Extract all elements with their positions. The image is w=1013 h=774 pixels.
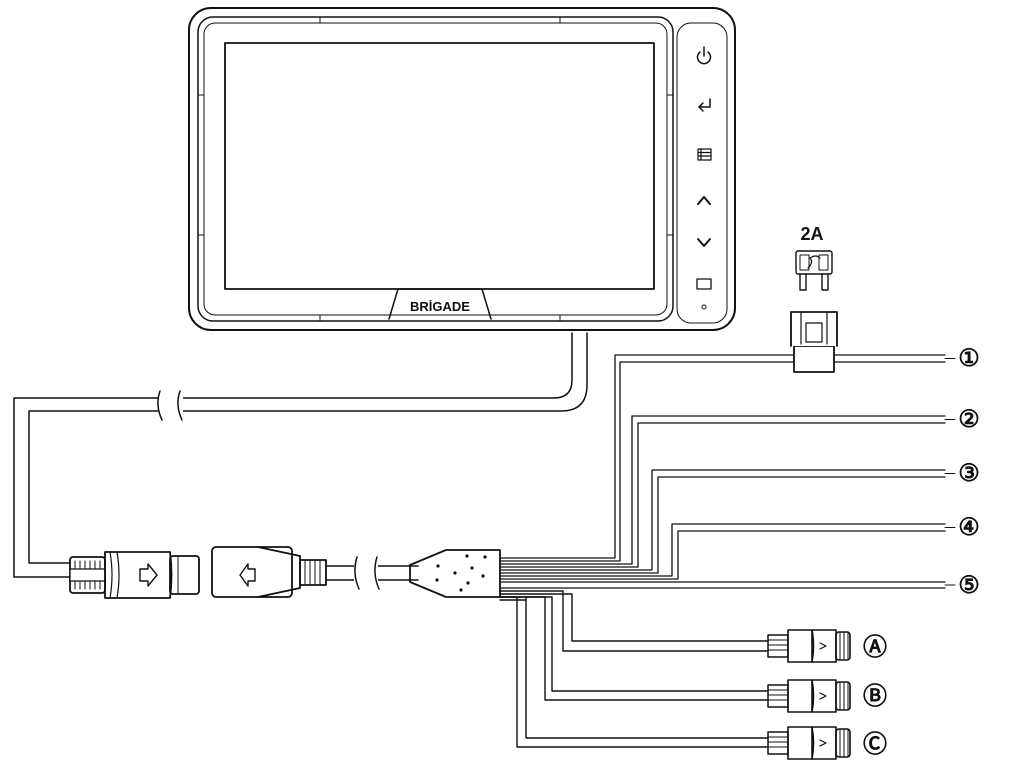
fuse-holder xyxy=(790,311,838,373)
monitor: BRİGADE xyxy=(188,7,736,331)
down-arrow-icon[interactable] xyxy=(697,238,711,247)
indicator-led xyxy=(701,304,707,310)
power-icon[interactable] xyxy=(696,46,712,65)
monitor-inner-bezel xyxy=(203,22,668,316)
brand-tab xyxy=(388,288,492,320)
splitter-hub xyxy=(409,549,501,598)
camera-connector-c xyxy=(767,726,851,760)
power-wires xyxy=(499,354,956,589)
wire-labels: ① ② ③ ④ ⑤ xyxy=(958,345,980,599)
blade-fuse: 2A xyxy=(795,224,833,291)
menu-icon[interactable] xyxy=(697,148,712,161)
camera-connector-b xyxy=(767,679,851,713)
monitor-plug-male xyxy=(69,551,200,599)
camera-cables xyxy=(499,590,769,748)
up-arrow-icon[interactable] xyxy=(697,196,711,205)
monitor-outer-housing xyxy=(188,7,736,331)
brand-logo: BRİGADE xyxy=(410,299,470,314)
fuse-rating: 2A xyxy=(800,224,823,244)
wire-label-4: ④ xyxy=(958,514,980,541)
extension-cable xyxy=(325,556,419,590)
monitor-cable xyxy=(13,332,588,578)
enter-icon[interactable] xyxy=(698,98,711,112)
wire-label-3: ③ xyxy=(958,460,980,487)
arrow-right-icon xyxy=(139,563,158,587)
monitor-screen xyxy=(224,42,655,290)
arrow-left-icon xyxy=(239,563,256,587)
wire-label-5: ⑤ xyxy=(958,572,980,599)
extension-plug-female xyxy=(211,546,327,598)
bezel-ticks xyxy=(197,16,674,322)
monitor-bezel xyxy=(197,16,674,322)
source-icon[interactable] xyxy=(696,278,712,290)
wire-label-2: ② xyxy=(958,406,980,433)
camera-label-c: Ⓒ xyxy=(863,730,887,758)
camera-label-b: Ⓑ xyxy=(863,682,887,710)
camera-label-a: Ⓐ xyxy=(863,633,887,661)
button-panel xyxy=(676,22,728,324)
camera-labels: Ⓐ Ⓑ Ⓒ xyxy=(863,633,887,758)
wire-label-1: ① xyxy=(958,345,980,372)
camera-connector-a xyxy=(767,629,851,663)
